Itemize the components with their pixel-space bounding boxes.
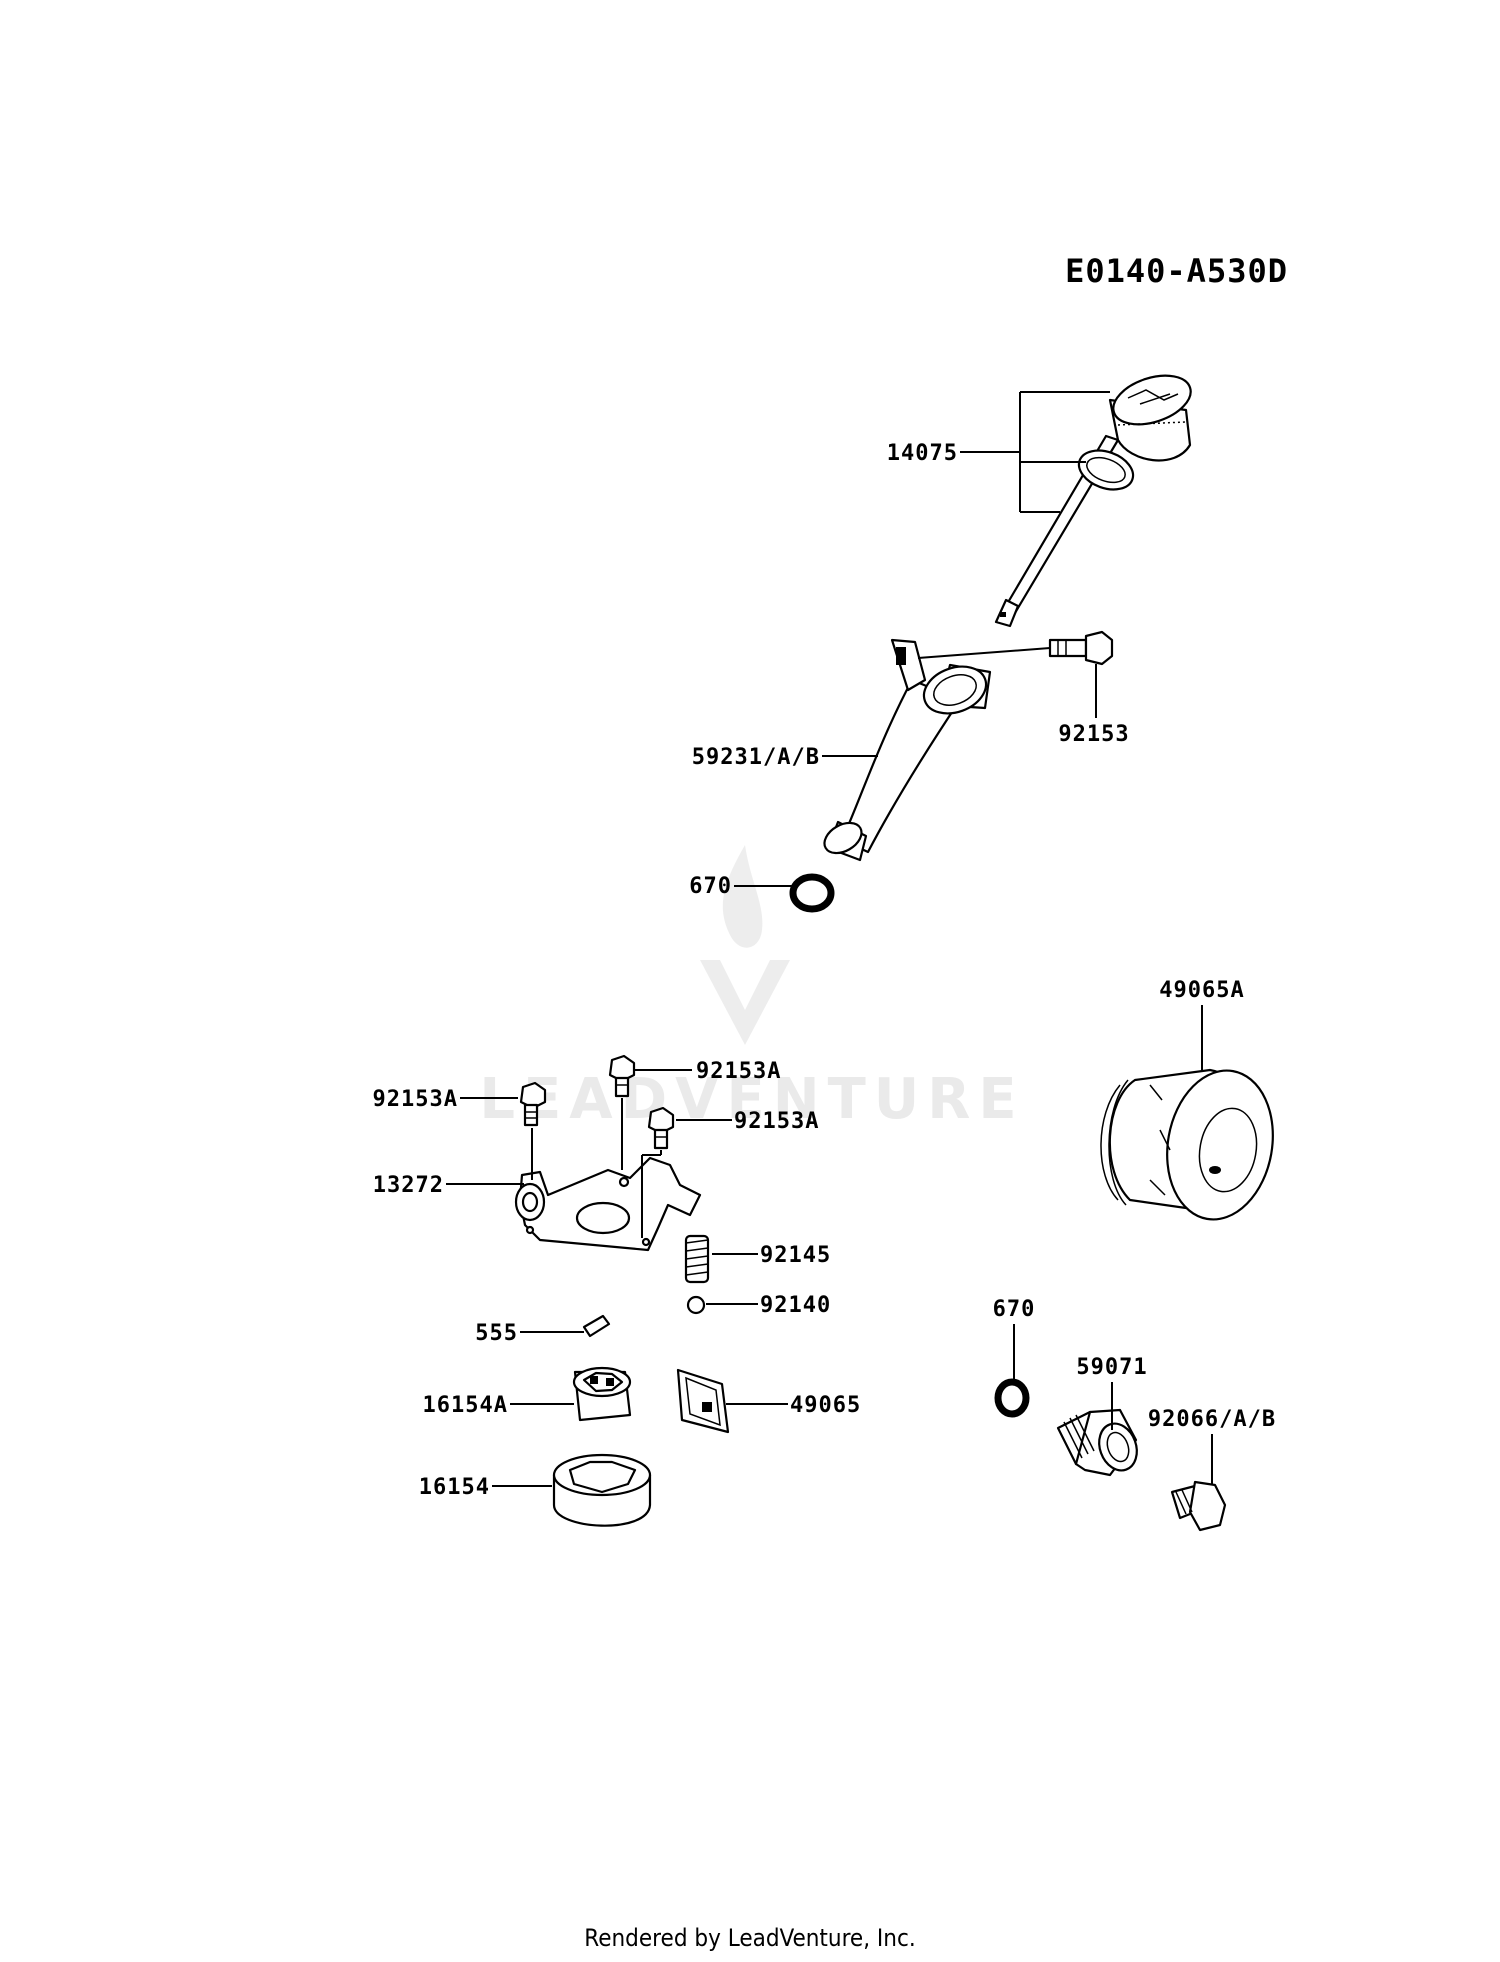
drain-plug-92066 [1170, 1480, 1227, 1532]
filler-tube-59231 [823, 638, 992, 862]
label-670-top: 670 [689, 874, 732, 899]
ball-92140 [686, 1295, 706, 1315]
label-16154A: 16154A [423, 1393, 508, 1418]
leader-lines [446, 391, 1213, 1487]
footer-credit: Rendered by LeadVenture, Inc. [584, 1924, 915, 1952]
label-92145: 92145 [760, 1243, 831, 1268]
label-13272: 13272 [373, 1173, 444, 1198]
label-59071: 59071 [1076, 1355, 1147, 1380]
diagram-code: E0140-A530D [1065, 252, 1288, 290]
label-670-bottom: 670 [993, 1297, 1036, 1322]
oil-filter-49065A [1100, 1068, 1274, 1221]
label-92066: 92066/A/B [1148, 1407, 1276, 1432]
label-92153: 92153 [1058, 722, 1129, 747]
gasket-49065 [676, 1368, 730, 1434]
label-49065A: 49065A [1159, 978, 1244, 1003]
outer-rotor-16154 [552, 1453, 652, 1527]
bolt-92153A-left [519, 1081, 547, 1127]
label-92153A-right: 92153A [734, 1109, 819, 1134]
o-ring-670-bottom [994, 1378, 1030, 1418]
valve-cover-13272 [514, 1156, 702, 1252]
part-labels: 14075 92153 59231/A/B 670 49065A 92153A … [373, 441, 1276, 1500]
watermark-text: LEADVENTURE [479, 1067, 1024, 1132]
label-59231: 59231/A/B [692, 745, 820, 770]
label-49065: 49065 [790, 1393, 861, 1418]
label-92153A-left: 92153A [373, 1087, 458, 1112]
dipstick-14075 [994, 374, 1192, 628]
pin-555 [582, 1314, 611, 1338]
label-555: 555 [475, 1321, 518, 1346]
bolt-92153A-right [647, 1106, 675, 1150]
spring-92145 [684, 1234, 710, 1284]
o-ring-670-top [789, 873, 835, 913]
inner-rotor-16154A [572, 1366, 632, 1422]
label-92140: 92140 [760, 1293, 831, 1318]
label-14075: 14075 [887, 441, 958, 466]
bolt-92153 [1048, 630, 1114, 666]
label-16154: 16154 [419, 1475, 490, 1500]
bolt-92153A-middle [608, 1054, 636, 1098]
watermark: LEADVENTURE [479, 845, 1024, 1132]
fitting-59071 [1056, 1408, 1138, 1477]
label-92153A-middle: 92153A [696, 1059, 781, 1084]
